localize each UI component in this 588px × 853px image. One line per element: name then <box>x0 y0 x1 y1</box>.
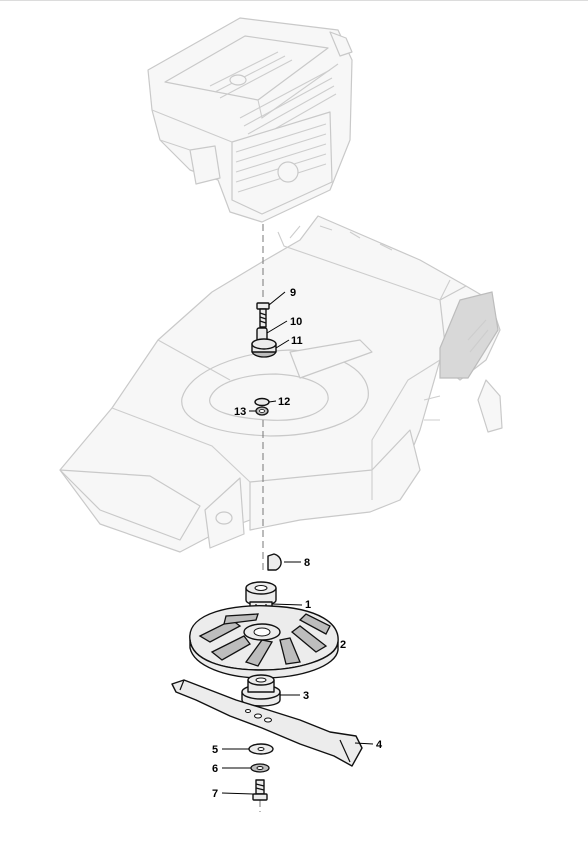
part-11-washer <box>251 338 277 358</box>
callout-9: 9 <box>290 287 296 299</box>
callout-1: 1 <box>305 599 311 611</box>
top-border <box>0 0 588 1</box>
part-13-nut <box>255 406 269 416</box>
callout-5: 5 <box>212 744 218 756</box>
part-3-blade-boss <box>241 674 281 707</box>
callout-4: 4 <box>376 739 383 751</box>
part-8-key <box>267 553 282 571</box>
callout-6: 6 <box>212 763 218 775</box>
callout-2: 2 <box>340 639 346 651</box>
deck-ghost <box>59 215 503 553</box>
callout-11: 11 <box>291 335 303 347</box>
callout-3: 3 <box>303 690 309 702</box>
part-7-blade-bolt <box>252 779 268 801</box>
leader-lines <box>221 291 374 795</box>
callout-12: 12 <box>278 396 290 408</box>
part-9-bolt <box>256 302 270 328</box>
callout-8: 8 <box>304 557 310 569</box>
callout-13: 13 <box>234 406 246 418</box>
part-12-washer <box>254 397 270 407</box>
callout-10: 10 <box>290 316 302 328</box>
callout-7: 7 <box>212 788 218 800</box>
part-6-lock-washer <box>250 763 270 773</box>
part-5-blade-washer <box>248 743 274 755</box>
part-2-fan-disc <box>189 605 339 679</box>
engine-ghost <box>147 17 353 223</box>
part-4-blade <box>171 679 363 767</box>
